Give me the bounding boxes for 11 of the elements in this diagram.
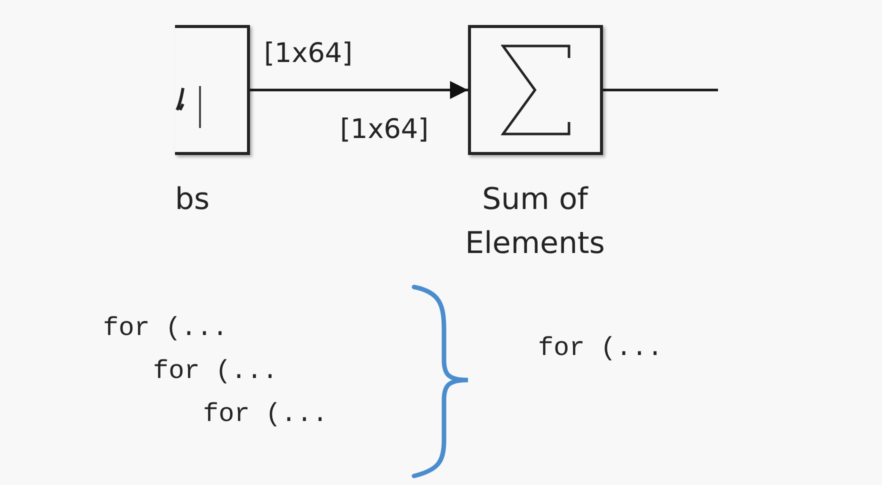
block-caption: Sum of Elements bbox=[464, 181, 606, 263]
code-line: for (... bbox=[103, 312, 228, 345]
block-caption: bs bbox=[175, 181, 210, 219]
arrow bbox=[250, 81, 468, 99]
signal-line bbox=[603, 88, 718, 92]
block bbox=[175, 25, 250, 155]
code-line: for (... bbox=[153, 355, 278, 388]
code-line: for (... bbox=[538, 332, 663, 365]
code-line: for (... bbox=[203, 398, 328, 431]
signal-dimension-label: [1x64] bbox=[340, 113, 429, 147]
sum-block bbox=[468, 25, 603, 155]
